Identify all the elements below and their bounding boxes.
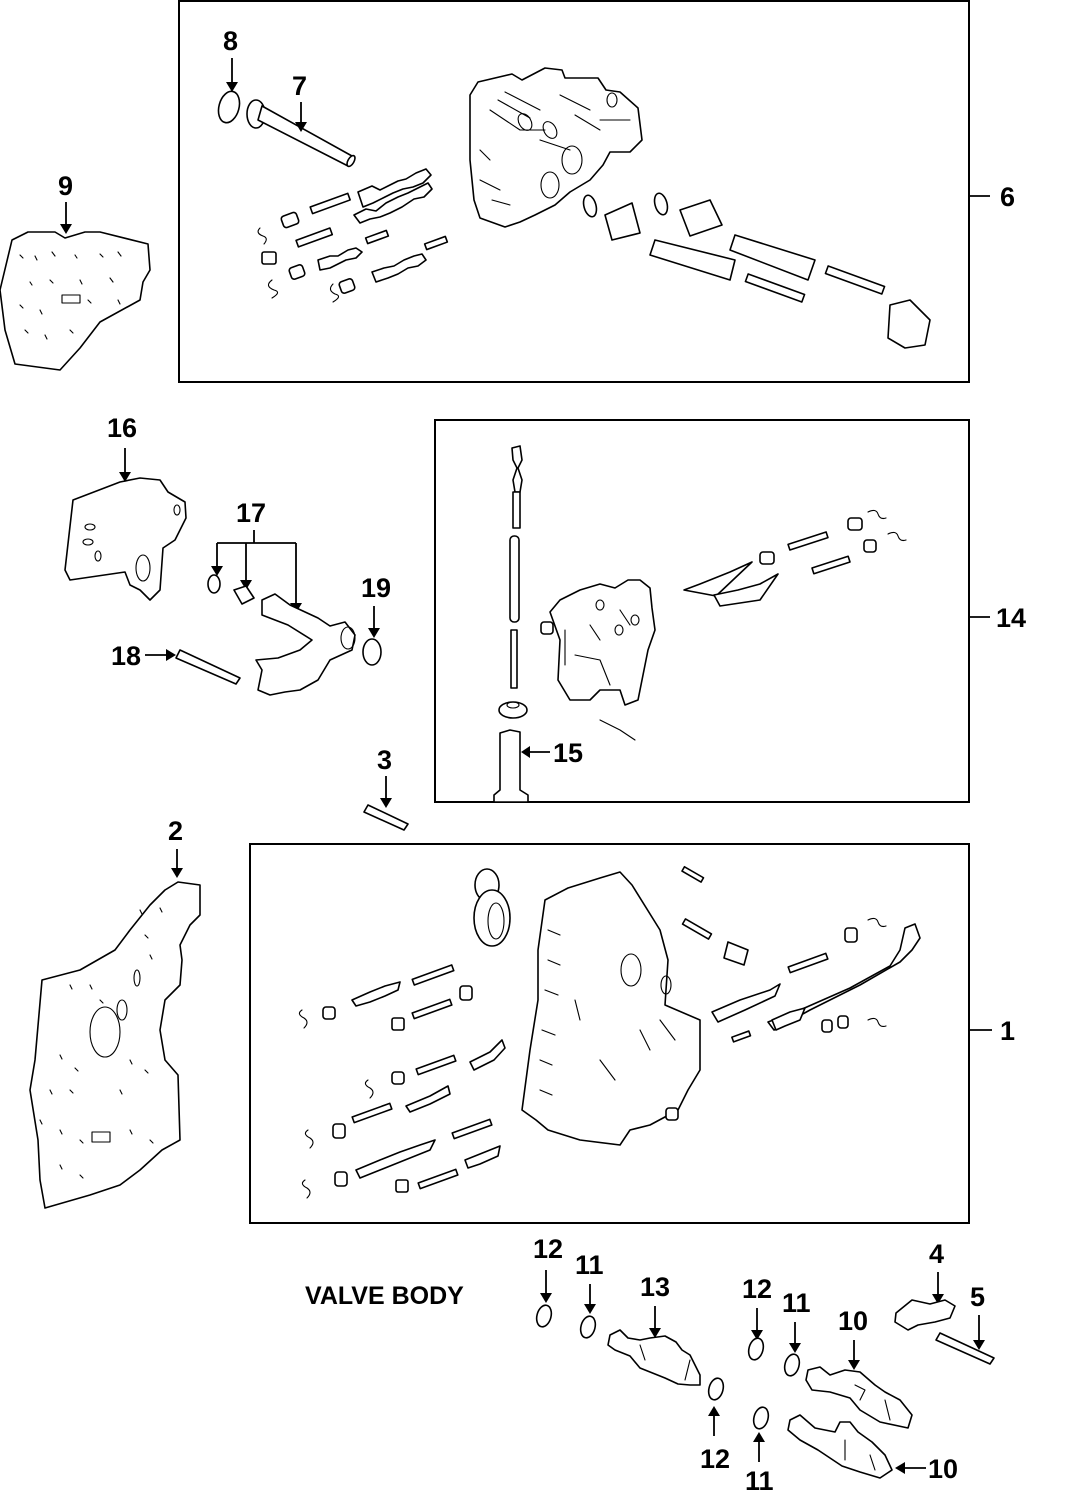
valve-body-casting-14[interactable] (549, 579, 656, 741)
callout-10-b[interactable]: 10 (928, 1454, 958, 1484)
arrowhead (119, 472, 131, 482)
o-ring-19[interactable] (362, 638, 382, 666)
arrowhead (60, 224, 72, 234)
arrowhead (789, 1343, 801, 1353)
vertical-valve-stack[interactable] (498, 445, 528, 719)
arrowhead (649, 1328, 661, 1338)
arrowhead (753, 1432, 765, 1442)
arrowhead (295, 122, 307, 132)
group-1-main-valve-body: 1 (249, 843, 1015, 1224)
o-ring-8[interactable] (215, 89, 243, 125)
arrowhead (848, 1360, 860, 1370)
separator-plate-2[interactable] (29, 881, 201, 1209)
callout-11-b[interactable]: 11 (782, 1288, 811, 1318)
valve-body-casting-1[interactable] (521, 871, 701, 1146)
arrowhead (368, 628, 380, 638)
pin-3[interactable] (363, 804, 409, 831)
gear-component[interactable] (473, 868, 511, 947)
o-ring-11-c[interactable] (751, 1406, 770, 1431)
callout-12-b[interactable]: 12 (700, 1444, 730, 1474)
gasket-9[interactable] (0, 231, 151, 371)
o-ring-11-b[interactable] (782, 1353, 801, 1378)
callout-13[interactable]: 13 (640, 1272, 670, 1302)
arrowhead (380, 798, 392, 808)
arrowhead (540, 1293, 552, 1303)
arrowhead (895, 1462, 905, 1474)
arrowhead (240, 580, 252, 590)
o-ring-12-a[interactable] (534, 1304, 553, 1329)
callout-18[interactable]: 18 (111, 641, 141, 671)
arrowhead (166, 649, 176, 661)
callout-12-a[interactable]: 12 (533, 1234, 563, 1264)
right-spool-stack[interactable] (581, 192, 931, 349)
plug-14[interactable] (540, 621, 554, 635)
callout-10-a[interactable]: 10 (838, 1306, 868, 1336)
solenoid-10-upper[interactable] (805, 1366, 913, 1429)
callout-8[interactable]: 8 (223, 26, 238, 56)
arrowhead (708, 1406, 720, 1416)
group-6-frame (178, 0, 970, 383)
arrowhead (226, 82, 238, 92)
arrowhead (211, 566, 223, 576)
callout-3[interactable]: 3 (377, 745, 392, 775)
callout-9[interactable]: 9 (58, 171, 73, 201)
arrowhead (171, 868, 183, 878)
valve-shaft-7[interactable] (246, 99, 357, 168)
bushing-17[interactable] (233, 585, 255, 605)
callout-1[interactable]: 1 (1000, 1016, 1015, 1046)
callout-14[interactable]: 14 (996, 603, 1026, 633)
group-14-frame (434, 419, 970, 803)
group-14-secondary-valve-body: 14 (434, 419, 1026, 803)
arrowhead (973, 1340, 985, 1350)
pin-5[interactable] (935, 1332, 995, 1365)
o-ring-12-b[interactable] (706, 1377, 725, 1402)
manual-valve-17[interactable] (255, 593, 356, 696)
arrowhead (521, 746, 530, 758)
callout-19[interactable]: 19 (361, 573, 391, 603)
valve-body-casting-6[interactable] (469, 67, 643, 228)
callout-2[interactable]: 2 (168, 816, 183, 846)
group-6-upper-valve-body: 6 8 7 (178, 0, 1015, 383)
arrowhead (751, 1330, 763, 1340)
callout-16[interactable]: 16 (107, 413, 137, 443)
pin-18[interactable] (175, 649, 241, 685)
callout-6[interactable]: 6 (1000, 182, 1015, 212)
arrowhead (584, 1304, 596, 1314)
group-1-frame (249, 843, 970, 1224)
right-spool-stack-1[interactable] (665, 865, 921, 1121)
o-ring-12-c[interactable] (746, 1337, 765, 1362)
plate-16[interactable] (64, 477, 187, 601)
o-ring-17[interactable] (207, 574, 221, 594)
o-ring-11-a[interactable] (578, 1315, 597, 1340)
right-spool-stack-14[interactable] (683, 509, 907, 607)
solenoid-13[interactable] (607, 1329, 701, 1386)
spool-plug (261, 251, 277, 265)
callout-17[interactable]: 17 (236, 498, 266, 528)
left-spool-stack-1[interactable] (298, 964, 506, 1199)
valve-15[interactable] (493, 729, 529, 803)
left-spool-stack[interactable] (257, 168, 449, 303)
callout-7[interactable]: 7 (292, 71, 307, 101)
callout-11-c[interactable]: 11 (745, 1466, 774, 1492)
diagram-title: VALVE BODY (305, 1282, 464, 1310)
callout-11-a[interactable]: 11 (575, 1250, 604, 1280)
callout-17-group: 17 (211, 498, 302, 613)
solenoid-10-lower[interactable] (787, 1414, 893, 1479)
callout-12-c[interactable]: 12 (742, 1274, 772, 1304)
callout-15[interactable]: 15 (553, 738, 583, 768)
callout-5[interactable]: 5 (970, 1282, 985, 1312)
callout-4[interactable]: 4 (929, 1239, 944, 1269)
bracket-4[interactable] (894, 1299, 956, 1331)
arrowhead (932, 1294, 944, 1304)
